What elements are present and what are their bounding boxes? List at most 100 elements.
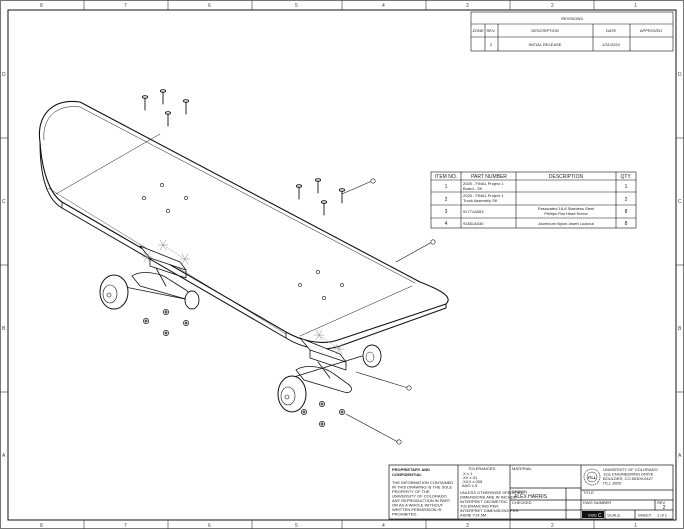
bom-item: 4 bbox=[445, 221, 448, 227]
truck-front bbox=[99, 239, 200, 310]
rev-header-zone: ZONE bbox=[472, 28, 483, 33]
proprietary-heading: CONFIDENTIAL bbox=[392, 472, 422, 477]
proprietary-notice: IN THIS DRAWING IS THE SOLE bbox=[392, 485, 452, 490]
material-label: MATERIAL bbox=[512, 466, 532, 471]
tolerance-value: ANG ±.5 bbox=[462, 483, 478, 488]
university-logo: ITLL bbox=[583, 468, 601, 486]
general-note: UNLESS OTHERWISE SPECIFIED: bbox=[460, 490, 525, 495]
size-value: C bbox=[598, 513, 602, 519]
tolerance-value: .XXX ±.005 bbox=[462, 479, 483, 484]
bom-row: 2 2025 - FINAL Project 1 Truck Assembly … bbox=[445, 193, 628, 203]
zone-label: 8 bbox=[40, 3, 43, 9]
deck-board bbox=[38, 100, 449, 350]
general-note: TOLERANCING PER: bbox=[460, 504, 499, 509]
zone-labels-top: 8 7 6 5 4 3 2 1 bbox=[40, 3, 637, 9]
zone-label: B bbox=[678, 326, 682, 332]
tolerance-value: .X ±.1 bbox=[462, 471, 473, 476]
zone-labels-left: D C B A bbox=[2, 72, 6, 459]
dwg-number-label: DWG NUMBER bbox=[583, 500, 611, 505]
proprietary-notice: ANY REPRODUCTION IN PART bbox=[392, 498, 451, 503]
zone-label: 7 bbox=[124, 3, 127, 9]
zone-label: 7 bbox=[124, 523, 127, 529]
screws-front bbox=[141, 89, 190, 127]
proprietary-notice: PROHIBITED. bbox=[392, 512, 418, 517]
rev-row-rev: 2 bbox=[490, 42, 493, 47]
scale-label: SCALE bbox=[607, 513, 620, 518]
proprietary-notice: THE INFORMATION CONTAINED bbox=[392, 480, 453, 485]
zone-label: 1 bbox=[634, 523, 637, 529]
truck-rear bbox=[277, 329, 382, 413]
bom-row: 4 91831A030 Aluminum Nylon-Insert Locknu… bbox=[445, 221, 628, 227]
size-label: SIZE bbox=[588, 513, 597, 518]
bom-description: Phillips Flat Head Screw bbox=[544, 211, 587, 216]
revisions-title: REVISIONS bbox=[561, 16, 583, 21]
general-note: ASME Y14.5M bbox=[460, 513, 486, 518]
general-note: DIMENSIONS ARE IN INCHES bbox=[460, 495, 516, 500]
drawn-label: DRAWN bbox=[512, 489, 527, 494]
zone-label: 3 bbox=[466, 3, 469, 9]
checked-label: CHECKED bbox=[512, 500, 532, 505]
bom-table bbox=[430, 171, 637, 229]
bom-part: 91771A553 bbox=[463, 209, 484, 214]
zone-label: D bbox=[678, 72, 682, 78]
bom-part: 2025 - FINAL Project 1 bbox=[463, 181, 504, 186]
zone-label: B bbox=[2, 326, 6, 332]
bom-header-qty: QTY. bbox=[620, 174, 631, 180]
bom-row: 3 91771A553 Passivated 18-8 Stainless St… bbox=[445, 206, 628, 216]
proprietary-notice: PROPERTY OF THE bbox=[392, 489, 430, 494]
bom-item: 3 bbox=[445, 209, 448, 215]
zone-label: 6 bbox=[208, 3, 211, 9]
general-note: INTERPRET DIMENSIONS PER: bbox=[460, 508, 520, 513]
zone-label: 4 bbox=[382, 523, 385, 529]
sheet-label: SHEET bbox=[638, 513, 652, 518]
bom-part: 2025 - FINAL Project 1 bbox=[463, 193, 504, 198]
zone-label: 4 bbox=[382, 3, 385, 9]
drawn-by: ALEX HARRIS bbox=[514, 494, 548, 500]
locknuts-front bbox=[143, 309, 189, 336]
logo-text: ITLL bbox=[588, 475, 597, 480]
tolerance-value: .XX ±.01 bbox=[462, 475, 478, 480]
zone-label: A bbox=[2, 453, 6, 459]
zone-label: A bbox=[678, 453, 682, 459]
rev-row-description: INITIAL RELEASE bbox=[529, 42, 562, 47]
proprietary-heading: PROPRIETARY AND bbox=[392, 467, 430, 472]
zone-label: 1 bbox=[634, 3, 637, 9]
general-note: INTERPRET GEOMETRIC bbox=[460, 499, 508, 504]
revisions-table bbox=[470, 11, 674, 52]
zone-label: D bbox=[2, 72, 6, 78]
proprietary-notice: UNIVERSITY OF COLORADO. bbox=[392, 494, 448, 499]
zone-label: 2 bbox=[551, 523, 554, 529]
zone-label: 2 bbox=[551, 3, 554, 9]
rev-header-description: DESCRIPTION bbox=[531, 28, 558, 33]
skateboard-assembly-view bbox=[38, 89, 449, 445]
rev-label: REV bbox=[657, 500, 666, 505]
zone-label: C bbox=[2, 199, 6, 205]
bom-part: 91831A030 bbox=[463, 221, 484, 226]
zone-label: 6 bbox=[208, 523, 211, 529]
rev-header-approved: APPROVED bbox=[640, 28, 662, 33]
zone-labels-right: D C B A bbox=[678, 72, 682, 459]
bom-qty: 8 bbox=[625, 221, 628, 227]
zone-label: 5 bbox=[295, 523, 298, 529]
bom-part: Truck Assembly SK bbox=[463, 198, 498, 203]
bom-header-description: DESCRIPTION bbox=[549, 174, 584, 180]
university-address: UNIVERSITY OF COLORADO bbox=[603, 467, 658, 472]
rev-value: 2 bbox=[663, 505, 666, 511]
bom-description: Passivated 18-8 Stainless Steel bbox=[538, 206, 594, 211]
screws-rear bbox=[295, 178, 346, 216]
zone-label: 5 bbox=[295, 3, 298, 9]
university-address: 1111 ENGINEERING DRIVE bbox=[603, 472, 654, 477]
bom-header-item: ITEM NO. bbox=[435, 174, 457, 180]
leader-lines bbox=[341, 178, 436, 445]
bom-description: Aluminum Nylon-Insert Locknut bbox=[538, 221, 594, 226]
tolerances-title: TOLERANCES: bbox=[468, 466, 496, 471]
locknuts-rear bbox=[301, 401, 345, 427]
bom-part: Board - SK bbox=[463, 186, 483, 191]
zone-labels-bottom: 8 7 6 5 4 3 2 1 bbox=[40, 523, 637, 529]
proprietary-notice: WRITTEN PERMISSION IS bbox=[392, 507, 442, 512]
university-address: BOULDER, CO 80309-0427 bbox=[603, 476, 654, 481]
title-block bbox=[388, 464, 674, 520]
bom-qty: 2 bbox=[625, 197, 628, 203]
